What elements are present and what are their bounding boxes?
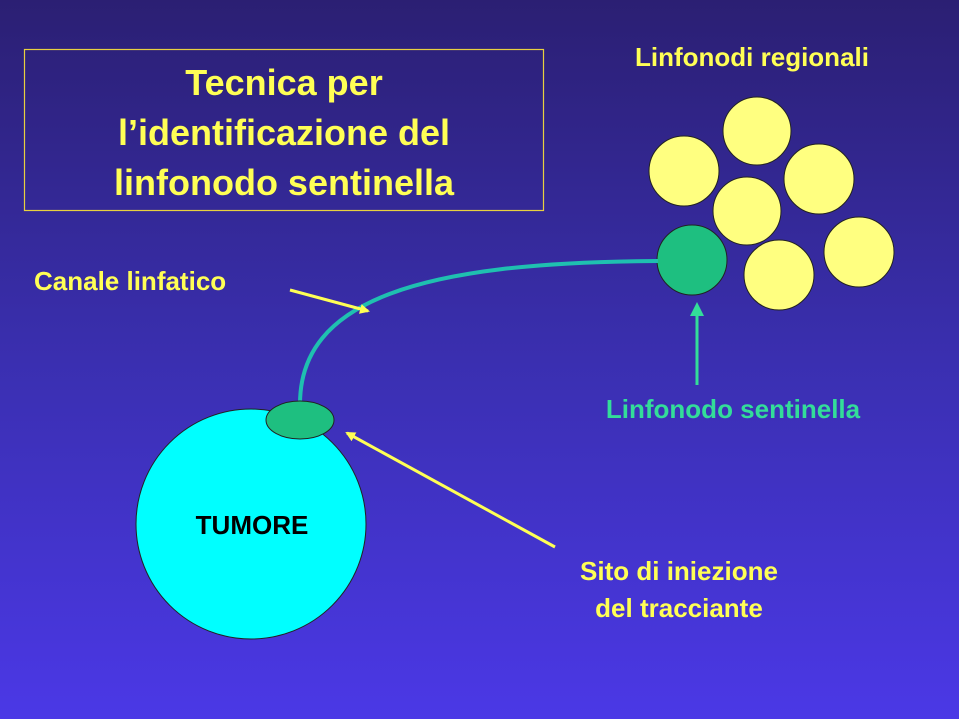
title-line-3: linfonodo sentinella [114,162,455,203]
sentinel-node [656,224,728,296]
tumor [135,408,367,640]
lymph-node [823,216,895,288]
sentinel-node-label: Linfonodo sentinella [606,394,861,424]
lymph-node [783,143,855,215]
lymph-node [743,239,815,311]
injection-site-arrow [345,431,556,549]
title-line-1: Tecnica per [185,62,382,103]
injection-site [265,400,335,440]
lymph-node [712,176,782,246]
injection-site-label-line-2: del tracciante [595,593,763,623]
lymph-channel-label: Canale linfatico [34,266,226,296]
title-box: Tecnica per l’identificazione del linfon… [23,48,545,212]
regional-lymph-nodes [648,96,895,311]
lymph-channel [298,259,659,405]
tumor-label: TUMORE [196,510,309,540]
regional-nodes-label: Linfonodi regionali [635,42,869,72]
lymph-channel-arrow [289,288,370,314]
lymph-node [722,96,792,166]
title-line-2: l’identificazione del [118,112,450,153]
injection-site-label-line-1: Sito di iniezione [580,556,778,586]
lymph-node [648,135,720,207]
